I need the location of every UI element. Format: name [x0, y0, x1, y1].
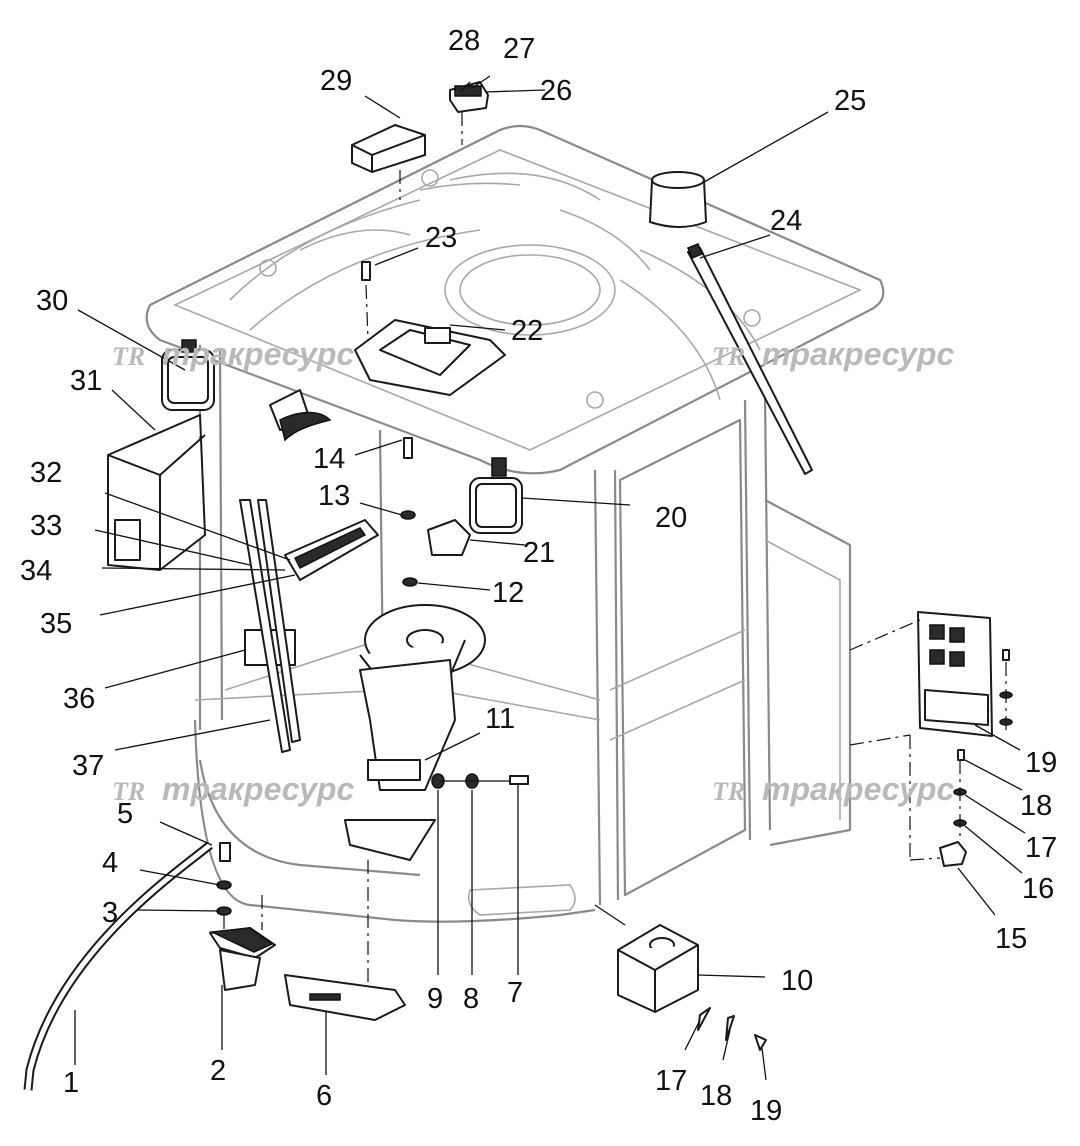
callout-24: 24 [770, 205, 802, 237]
svg-text:TR: TR [112, 777, 145, 806]
svg-text:тракресурс: тракресурс [762, 336, 954, 372]
watermark-1: TR тракресурс [112, 336, 354, 372]
callout-7: 7 [507, 977, 523, 1009]
part-37-wiper [239, 499, 291, 753]
callout-6: 6 [316, 1080, 332, 1112]
callout-9: 9 [427, 983, 443, 1015]
callout-34: 34 [20, 555, 52, 587]
callout-20: 20 [655, 502, 687, 534]
callout-25: 25 [834, 85, 866, 117]
callout-8: 8 [463, 983, 479, 1015]
watermark-2: TR тракресурс [712, 336, 954, 372]
callout-27: 27 [503, 33, 535, 65]
callout-12: 12 [492, 577, 524, 609]
callout-18a: 18 [1020, 790, 1052, 822]
svg-text:тракресурс: тракресурс [762, 771, 954, 807]
part-12-washer [402, 577, 418, 587]
callout-15: 15 [995, 923, 1027, 955]
watermark-3: TR тракресурс [112, 771, 354, 807]
svg-text:тракресурс: тракресурс [162, 336, 354, 372]
callout-16: 16 [1022, 873, 1054, 905]
part-7-bolt [509, 775, 529, 785]
callout-36: 36 [63, 683, 95, 715]
callout-17b: 17 [655, 1065, 687, 1097]
callout-23: 23 [425, 222, 457, 254]
callout-21: 21 [523, 537, 555, 569]
callout-19b: 19 [750, 1095, 782, 1127]
callout-30: 30 [36, 285, 68, 317]
part-29-box [351, 124, 426, 173]
callout-17a: 17 [1025, 832, 1057, 864]
part-6-panel [284, 974, 406, 1021]
part-5-fitting [219, 842, 231, 862]
svg-text:TR: TR [712, 342, 745, 371]
part-21-connector [427, 519, 471, 556]
callout-19a: 19 [1025, 747, 1057, 779]
callout-11: 11 [485, 703, 515, 735]
callout-4: 4 [102, 847, 118, 879]
part-14-bolt [403, 437, 413, 459]
part-23-bolt [361, 261, 371, 281]
callout-3: 3 [102, 897, 118, 929]
leader-lines [74, 75, 1026, 1081]
callout-33: 33 [30, 510, 62, 542]
cab-body [145, 124, 885, 923]
callouts: 1 2 3 4 5 6 7 8 9 10 11 12 13 14 15 16 1… [20, 25, 1057, 1127]
callout-1: 1 [63, 1067, 79, 1099]
part-13-washer [400, 510, 416, 520]
callout-2: 2 [210, 1055, 226, 1087]
callout-29: 29 [320, 65, 352, 97]
callout-14: 14 [313, 443, 345, 475]
callout-31: 31 [70, 365, 102, 397]
callout-10: 10 [781, 965, 813, 997]
callout-26: 26 [540, 75, 572, 107]
callout-5: 5 [117, 798, 133, 830]
callout-32: 32 [30, 457, 62, 489]
svg-text:TR: TR [712, 777, 745, 806]
callout-18b: 18 [700, 1080, 732, 1112]
svg-text:тракресурс: тракресурс [162, 771, 354, 807]
parts [23, 81, 1013, 1091]
callout-37: 37 [72, 750, 104, 782]
watermark-4: TR тракресурс [712, 771, 954, 807]
callout-35: 35 [40, 608, 72, 640]
part-1-hose [23, 841, 213, 1091]
callout-28: 28 [448, 25, 480, 57]
callout-22: 22 [511, 315, 543, 347]
callout-13: 13 [318, 480, 350, 512]
svg-text:TR: TR [112, 342, 145, 371]
part-15-relay [939, 841, 967, 867]
